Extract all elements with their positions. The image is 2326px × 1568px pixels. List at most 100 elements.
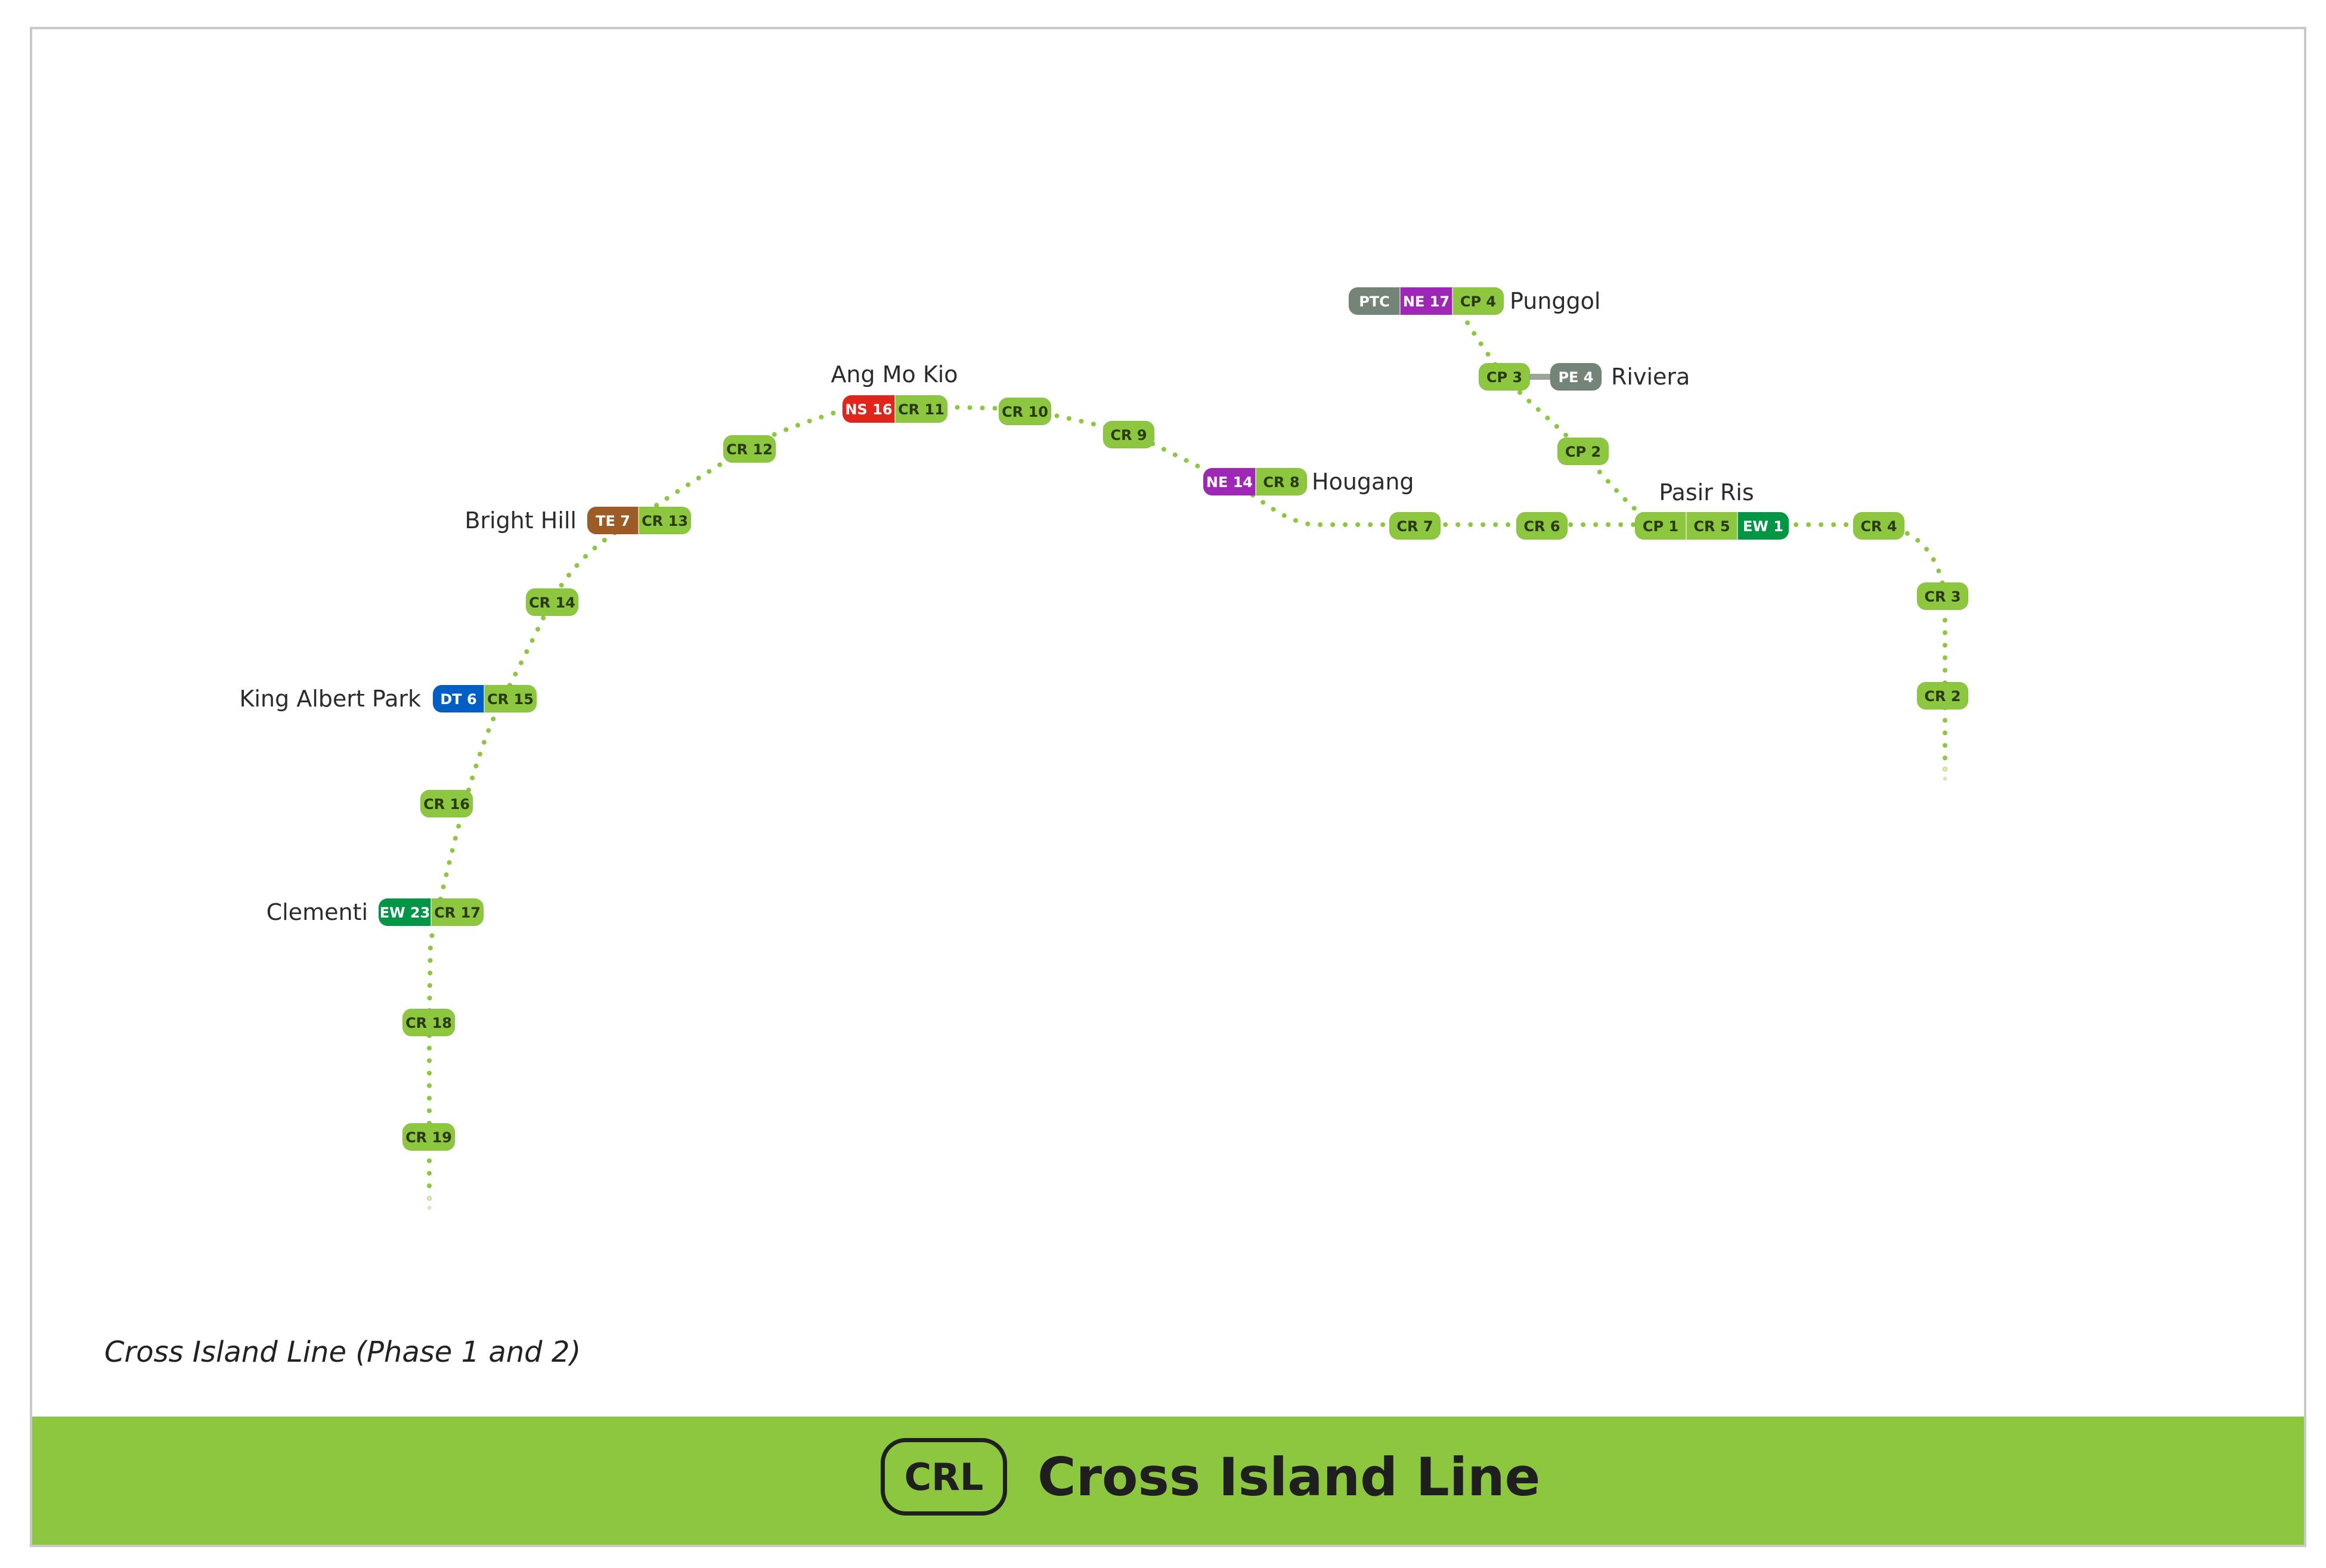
station-name: Hougang xyxy=(1312,469,1414,495)
station-outline xyxy=(1516,512,1568,540)
station-cr7[interactable]: CR 7 xyxy=(1389,512,1441,540)
map-caption: Cross Island Line (Phase 1 and 2) xyxy=(104,1335,581,1369)
code-label: CR 13 xyxy=(642,513,688,529)
dotted-track-0 xyxy=(427,402,1947,1201)
code-label: EW 1 xyxy=(1743,518,1783,535)
station-cr19[interactable]: CR 19 xyxy=(402,1123,456,1151)
station-cr3[interactable]: CR 3 xyxy=(1916,582,1969,611)
code-badge-cr11 xyxy=(895,395,947,423)
station-name: Clementi xyxy=(267,899,368,925)
station-name: Riviera xyxy=(1611,364,1690,390)
station-outline xyxy=(1557,437,1609,466)
station-outline xyxy=(1389,512,1441,540)
code-label: EW 23 xyxy=(380,904,430,921)
code-label: CR 11 xyxy=(898,401,944,418)
code-label: CR 7 xyxy=(1396,518,1433,535)
code-badge-cr2 xyxy=(1917,682,1968,709)
code-label: CR 15 xyxy=(487,691,534,708)
station-cr6[interactable]: CR 6 xyxy=(1516,512,1568,540)
station-king-albert-park[interactable]: DT 6 CR 15 King Albert Park xyxy=(239,684,537,713)
code-badge-ptc xyxy=(1349,287,1400,315)
code-badge-cr7 xyxy=(1389,512,1441,540)
code-badge-ns16 xyxy=(843,395,895,423)
code-badge-cp2 xyxy=(1557,438,1609,465)
code-badge-cp3 xyxy=(1479,363,1530,391)
code-badge-cp4 xyxy=(1452,287,1504,315)
code-label: PTC xyxy=(1359,293,1390,310)
station-outline xyxy=(1853,512,1905,540)
station-outline xyxy=(1348,287,1504,315)
code-label: CR 18 xyxy=(405,1015,452,1031)
station-outline xyxy=(432,684,537,713)
code-label: CR 5 xyxy=(1693,518,1730,535)
station-outline xyxy=(378,898,484,926)
station-outline xyxy=(723,435,776,463)
code-label: CR 10 xyxy=(1002,404,1048,420)
crl-logo: CRL xyxy=(881,1438,1007,1516)
code-badge-cr6 xyxy=(1516,512,1568,540)
station-outline xyxy=(1550,362,1602,391)
code-badge-cr18 xyxy=(402,1009,455,1036)
code-label: CP 4 xyxy=(1460,293,1496,310)
station-outline xyxy=(998,397,1052,426)
code-label: CR 16 xyxy=(423,796,470,813)
station-name: Ang Mo Kio xyxy=(831,361,958,388)
station-name: Punggol xyxy=(1510,288,1600,314)
station-outline xyxy=(1634,512,1789,540)
banner-title: Cross Island Line xyxy=(1037,1446,1541,1508)
code-label: CR 2 xyxy=(1924,688,1960,705)
station-cp2[interactable]: CP 2 xyxy=(1557,437,1609,466)
station-cr10[interactable]: CR 10 xyxy=(998,397,1052,426)
station-name: Bright Hill xyxy=(464,507,577,534)
code-badge-cr3 xyxy=(1917,582,1968,610)
code-badge-cr8 xyxy=(1256,468,1307,495)
station-outline xyxy=(1916,582,1969,611)
code-label: CR 4 xyxy=(1860,518,1897,535)
station-outline xyxy=(420,789,473,818)
code-badge-ne14 xyxy=(1203,468,1256,495)
code-label: CR 17 xyxy=(434,904,481,921)
station-punggol[interactable]: PTC NE 17 CP 4 Punggol xyxy=(1348,287,1600,315)
code-badge-cr9 xyxy=(1103,421,1154,448)
code-label: CR 3 xyxy=(1924,588,1960,605)
station-name: Pasir Ris xyxy=(1659,479,1754,506)
station-cr4[interactable]: CR 4 xyxy=(1853,512,1905,540)
station-outline xyxy=(402,1123,456,1151)
code-badge-cr19 xyxy=(402,1123,455,1151)
station-outline xyxy=(1203,467,1308,496)
code-label: CP 2 xyxy=(1565,444,1601,460)
code-badge-ew23 xyxy=(379,898,431,926)
station-cr9[interactable]: CR 9 xyxy=(1102,420,1155,449)
station-pasir-ris[interactable]: CP 1 CR 5 EW 1 Pasir Ris xyxy=(1634,479,1789,540)
code-label: CR 14 xyxy=(529,594,575,611)
station-cr18[interactable]: CR 18 xyxy=(402,1008,456,1037)
code-label: CR 19 xyxy=(405,1129,452,1146)
code-badge-cr16 xyxy=(420,790,473,817)
station-outline xyxy=(1102,420,1155,449)
dotted-track-2 xyxy=(1452,299,1659,527)
station-outline xyxy=(842,395,948,423)
station-cp3[interactable]: CP 3 xyxy=(1478,362,1531,391)
code-label: CP 1 xyxy=(1643,518,1678,535)
code-badge-ne17 xyxy=(1400,287,1452,315)
station-name: King Albert Park xyxy=(239,686,421,712)
station-outline xyxy=(402,1008,456,1037)
station-outline xyxy=(1916,681,1969,710)
station-cr12[interactable]: CR 12 xyxy=(723,435,776,463)
code-badge-cr10 xyxy=(999,398,1051,425)
station-cr2[interactable]: CR 2 xyxy=(1916,681,1969,710)
code-label: DT 6 xyxy=(440,691,476,708)
station-cr16[interactable]: CR 16 xyxy=(420,789,473,818)
map-frame xyxy=(30,27,2306,1547)
code-label: NE 17 xyxy=(1403,293,1450,310)
code-badge-dt6 xyxy=(433,685,484,712)
code-label: CP 3 xyxy=(1486,369,1522,386)
station-cr14[interactable]: CR 14 xyxy=(525,588,579,616)
code-badge-cr12 xyxy=(723,435,776,463)
